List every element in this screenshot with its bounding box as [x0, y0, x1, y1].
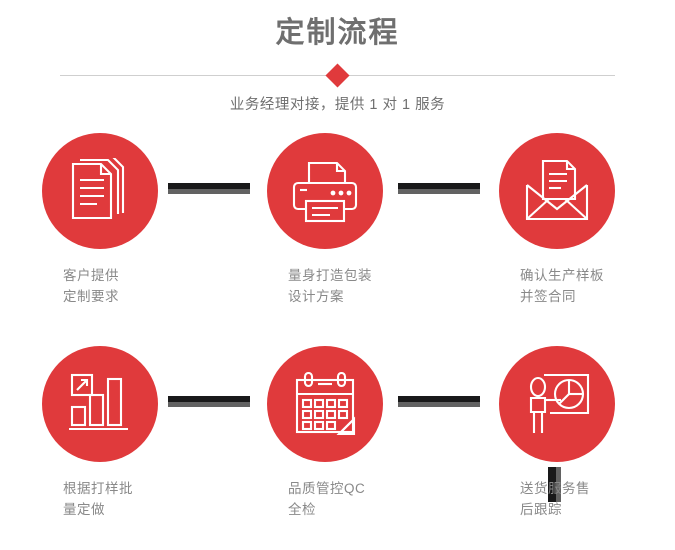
flow-step-2[interactable]: 量身打造包装 设计方案 — [250, 133, 400, 307]
bar-chart-growth-icon — [69, 373, 128, 431]
step-icon-circle — [267, 346, 383, 462]
step-icon-circle — [267, 133, 383, 249]
flow-step-4[interactable]: 根据打样批 量定做 — [25, 346, 175, 520]
flow-row-1: 客户提供 定制要求 — [0, 133, 675, 318]
flow-step-label: 根据打样批 量定做 — [63, 481, 133, 517]
connector-shadow — [168, 402, 250, 407]
connector-shadow — [398, 189, 480, 194]
title-divider — [0, 62, 675, 88]
page-header: 定制流程 业务经理对接，提供 1 对 1 服务 — [0, 0, 675, 115]
page-subtitle: 业务经理对接，提供 1 对 1 服务 — [229, 97, 446, 113]
flow-step-label: 送货服务售 后跟踪 — [520, 481, 590, 517]
page-title: 定制流程 — [275, 17, 400, 49]
calendar-check-icon — [295, 372, 356, 436]
flow-step-6[interactable]: 送货服务售 后跟踪 — [482, 346, 632, 520]
step-icon-circle — [499, 346, 615, 462]
connector-bar — [398, 396, 480, 402]
arrow-connector-3 — [168, 396, 250, 407]
step-icon-circle — [499, 133, 615, 249]
flow-row-2: 根据打样批 量定做 — [0, 346, 675, 531]
connector-shadow — [168, 189, 250, 194]
process-flow: 客户提供 定制要求 — [0, 133, 675, 533]
arrow-connector-4 — [398, 396, 480, 407]
envelope-document-icon — [525, 159, 589, 221]
vertical-connector — [548, 467, 561, 502]
flow-step-label: 量身打造包装 设计方案 — [288, 268, 372, 304]
flow-step-1[interactable]: 客户提供 定制要求 — [25, 133, 175, 307]
step-icon-circle — [42, 133, 158, 249]
documents-stack-icon — [71, 158, 125, 220]
flow-step-label: 确认生产样板 并签合同 — [520, 268, 604, 304]
flow-step-label: 品质管控QC 全检 — [288, 481, 366, 517]
step-icon-circle — [42, 346, 158, 462]
flow-step-3[interactable]: 确认生产样板 并签合同 — [482, 133, 632, 307]
flow-step-5[interactable]: 品质管控QC 全检 — [250, 346, 400, 520]
arrow-connector-2 — [398, 183, 480, 194]
printer-icon — [292, 161, 358, 223]
arrow-connector-1 — [168, 183, 250, 194]
presenter-pie-chart-icon — [529, 373, 590, 433]
connector-bar — [548, 467, 556, 502]
connector-bar — [168, 183, 250, 189]
connector-bar — [398, 183, 480, 189]
diamond-marker-icon — [325, 62, 350, 88]
flow-step-label: 客户提供 定制要求 — [63, 268, 119, 304]
connector-bar — [168, 396, 250, 402]
connector-shadow — [398, 402, 480, 407]
connector-shadow — [556, 467, 561, 502]
